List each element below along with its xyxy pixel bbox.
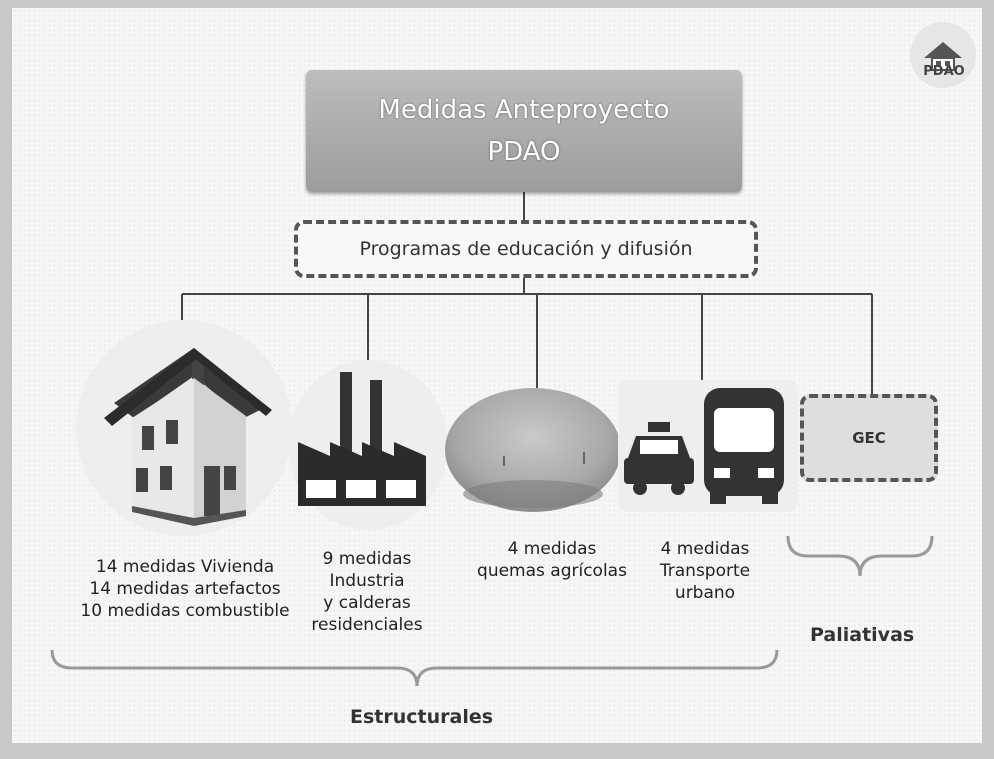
label-housing: 14 medidas Vivienda 14 medidas artefacto…	[60, 556, 310, 622]
label-transport: 4 medidas Transporte urbano	[640, 538, 770, 604]
title-line-1: Medidas Anteproyecto	[378, 95, 670, 125]
factory-icon	[288, 360, 448, 530]
logo-house-icon	[924, 42, 962, 71]
field-icon	[445, 388, 621, 512]
label-agricultural-line-1: 4 medidas	[507, 539, 597, 559]
title-box: Medidas Anteproyecto PDAO	[306, 70, 742, 192]
label-industry-line-3: y calderas	[323, 593, 411, 613]
education-box: Programas de educación y difusión	[294, 220, 758, 278]
structural-brace	[50, 649, 779, 687]
label-transport-line-2: Transporte	[659, 561, 751, 581]
label-housing-line-1: 14 medidas Vivienda	[95, 557, 275, 577]
label-industry-line-2: Industria	[329, 571, 405, 591]
title-line-2: PDAO	[487, 137, 561, 167]
label-industry-line-1: 9 medidas	[322, 549, 412, 569]
logo-text: PDAO	[923, 64, 965, 79]
label-transport-line-3: urbano	[674, 583, 736, 603]
house-icon	[76, 320, 292, 536]
transport-illustration	[618, 380, 798, 512]
factory-illustration	[288, 360, 448, 530]
label-industry: 9 medidas Industria y calderas residenci…	[292, 548, 442, 636]
house-illustration	[74, 318, 294, 538]
palliative-brace	[786, 535, 934, 577]
label-housing-line-2: 14 medidas artefactos	[89, 579, 281, 599]
label-structural: Estructurales	[350, 706, 494, 728]
label-housing-line-3: 10 medidas combustible	[80, 601, 290, 621]
slide-canvas: PDAO Medidas Anteproyecto PDAO Programas…	[12, 8, 982, 743]
field-illustration	[444, 386, 622, 514]
pdao-logo	[910, 22, 976, 88]
label-transport-line-1: 4 medidas	[660, 539, 750, 559]
label-agricultural-line-2: quemas agrícolas	[477, 561, 627, 581]
label-industry-line-4: residenciales	[311, 615, 423, 635]
bus-taxi-icon	[618, 380, 798, 512]
label-agricultural: 4 medidas quemas agrícolas	[458, 538, 646, 582]
gec-box: GEC	[800, 394, 938, 482]
label-palliative: Paliativas	[810, 624, 915, 646]
connector-lines	[50, 192, 934, 687]
